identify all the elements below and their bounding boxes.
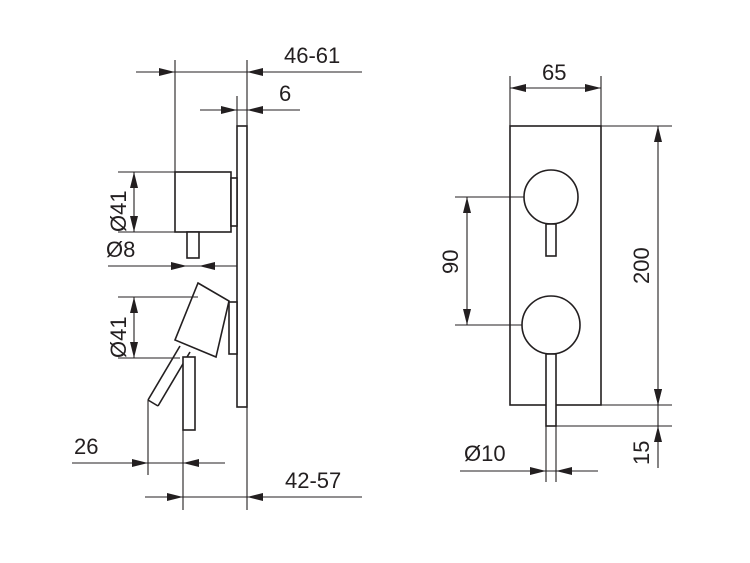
pin-side	[186, 231, 200, 259]
side-view	[147, 125, 248, 431]
label-plate-width: 65	[542, 60, 566, 85]
label-plate-thickness: 6	[279, 81, 291, 106]
label-lever-offset: 26	[74, 434, 98, 459]
lower-handle-collar	[228, 301, 238, 355]
label-lower-diameter: Ø41	[106, 316, 131, 358]
lower-handle-front	[521, 295, 581, 355]
upper-handle-side	[174, 171, 232, 233]
label-upper-diameter: Ø41	[106, 190, 131, 232]
side-dimensions	[72, 60, 362, 510]
spout-side	[182, 356, 196, 431]
front-view	[509, 125, 602, 427]
upper-handle-front	[523, 169, 579, 225]
label-side-depth: 46-61	[284, 43, 340, 68]
label-plate-height: 200	[629, 247, 654, 284]
label-pin-diameter: Ø8	[106, 237, 135, 262]
label-handle-spacing: 90	[438, 250, 463, 274]
spout-front	[545, 353, 557, 427]
label-spout-extension: 15	[629, 441, 654, 465]
label-spout-diameter: Ø10	[464, 441, 506, 466]
upper-handle-collar	[230, 177, 238, 227]
label-lower-depth: 42-57	[285, 468, 341, 493]
lower-handle-side	[173, 281, 230, 359]
upper-pin-front	[545, 223, 557, 257]
wall-plate-side	[236, 125, 248, 408]
front-dimensions	[455, 76, 672, 482]
